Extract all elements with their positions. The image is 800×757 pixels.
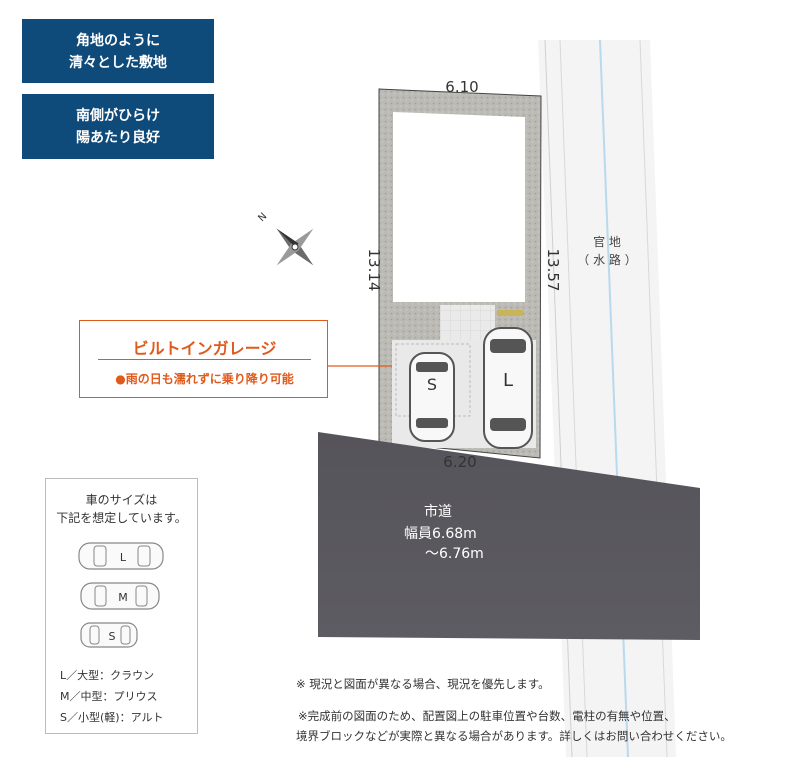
city-road [318, 432, 700, 640]
road-width: 幅員6.68m [404, 526, 477, 542]
feature-badge-corner: 角地のように 清々とした敷地 [22, 19, 214, 83]
car-icon-large-letter: L [120, 551, 127, 564]
car-icon-medium [80, 582, 160, 610]
road-name: 市道 [424, 503, 452, 520]
note-disclaimer: ※完成前の図面のため、配置図上の駐車位置や台数、電柱の有無や位置、 [298, 709, 676, 723]
car-size-legend: 車のサイズは 下記を想定しています。 L M S L／大型：クラウン M／中型：… [45, 478, 198, 734]
car-size-heading: 車のサイズは 下記を想定しています。 [46, 491, 197, 527]
car-icon-small-letter: S [109, 630, 116, 643]
badge-line: 南側がひらけ [76, 108, 160, 124]
badge-line: 清々とした敷地 [69, 55, 167, 71]
car-size-item: L／大型：クラウン [60, 669, 155, 682]
car-size-heading-line: 車のサイズは [85, 493, 158, 507]
badge-line: 陽あたり良好 [76, 130, 160, 146]
car-size-icons: L M S [78, 542, 164, 648]
car-icon-medium-letter: M [118, 591, 128, 604]
car-small [409, 352, 455, 442]
neighbor-label: 官 地 [593, 234, 621, 249]
meter-box [497, 310, 523, 316]
callout-title: ビルトインガレージ [132, 339, 277, 358]
car-size-list: L／大型：クラウン M／中型：プリウス S／小型(軽)：アルト [60, 665, 163, 728]
dimension-left: 13.14 [365, 249, 383, 292]
note-disclaimer-cont: 境界ブロックなどが実際と異なる場合があります。詳しくはお問い合わせください。 [296, 729, 732, 743]
badge-line: 角地のように [76, 33, 160, 49]
car-icon-large [78, 542, 164, 570]
road-width-range: 〜6.76m [425, 546, 484, 562]
dimension-top: 6.10 [445, 78, 478, 96]
car-small-letter: S [427, 375, 437, 394]
car-large-letter: L [503, 370, 513, 391]
car-size-item: M／中型：プリウス [60, 690, 158, 703]
car-size-heading-line: 下記を想定しています。 [56, 511, 187, 525]
dimension-right: 13.57 [544, 249, 562, 292]
callout-subtitle: ●雨の日も濡れずに乗り降り可能 [115, 372, 294, 386]
feature-badge-sunlight: 南側がひらけ 陽あたり良好 [22, 94, 214, 159]
car-large [483, 327, 533, 449]
compass-icon [276, 228, 314, 266]
compass-north-label: N [256, 211, 269, 224]
car-icon-small [80, 622, 138, 648]
neighbor-label-sub: （ 水 路 ） [577, 252, 636, 267]
callout-divider [98, 359, 311, 360]
house-footprint [393, 112, 525, 302]
builtin-garage-callout: ビルトインガレージ ●雨の日も濡れずに乗り降り可能 [79, 320, 328, 398]
note-priority: ※ 現況と図面が異なる場合、現況を優先します。 [296, 677, 550, 691]
car-size-item: S／小型(軽)：アルト [60, 711, 164, 724]
waterway-strip [538, 39, 676, 757]
dimension-bottom: 6.20 [443, 453, 476, 471]
